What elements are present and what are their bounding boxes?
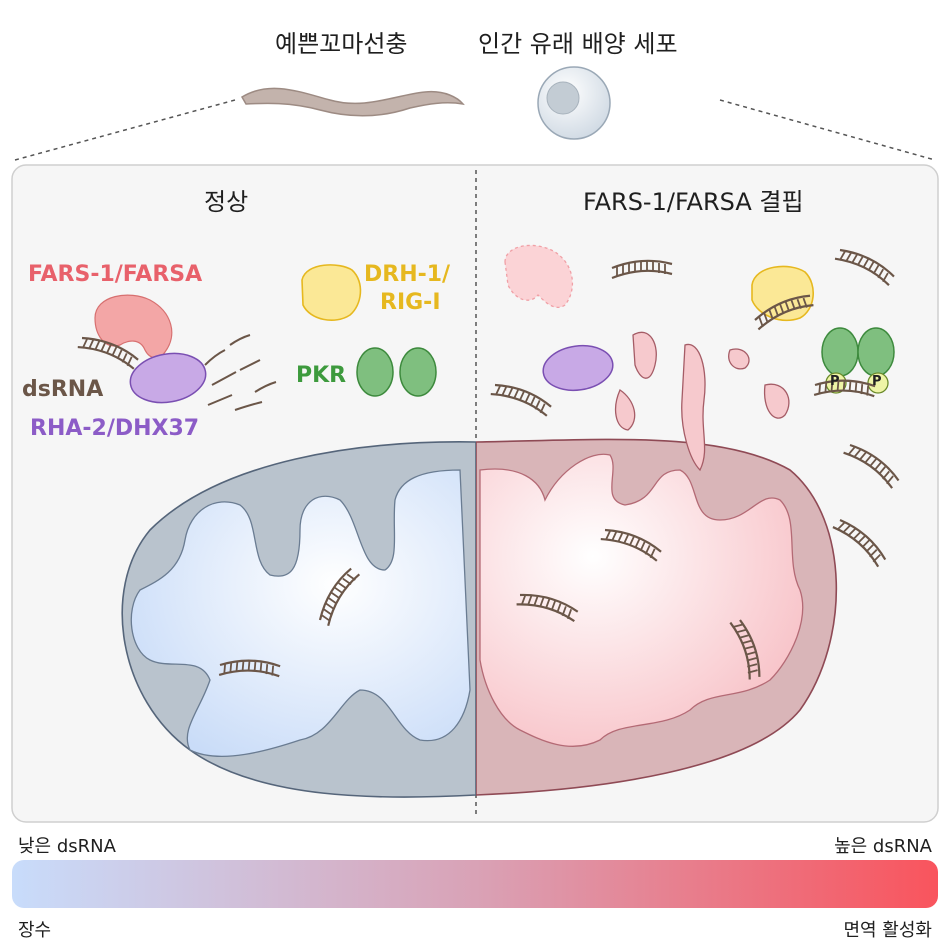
drh-label-line2: RIG-I xyxy=(380,290,441,315)
fars-label: FARS-1/FARSA xyxy=(28,262,203,287)
rha-label: RHA-2/DHX37 xyxy=(30,416,200,441)
mitochondrion-normal xyxy=(121,441,476,798)
cell-label: 인간 유래 배양 세포 xyxy=(478,30,678,58)
dsrna-gradient-bar xyxy=(12,860,938,908)
high-dsrna-label: 높은 dsRNA xyxy=(834,836,932,857)
drh-label-line1: DRH-1/ xyxy=(364,262,451,287)
worm-label: 예쁜꼬마선충 xyxy=(275,30,408,58)
pkr-subunit-3 xyxy=(821,327,859,377)
pkr-subunit-2 xyxy=(399,347,437,397)
pkr-subunit-1 xyxy=(356,347,394,397)
phospho-label-2: P xyxy=(872,374,882,389)
normal-panel-title: 정상 xyxy=(204,188,249,216)
phospho-label-1: P xyxy=(830,374,840,389)
dsrna-label: dsRNA xyxy=(22,377,104,402)
pkr-subunit-4 xyxy=(857,327,895,377)
fars-protein-faded xyxy=(504,244,574,309)
pkr-label: PKR xyxy=(296,363,347,388)
mitochondrion-deficient xyxy=(476,438,838,796)
low-dsrna-label: 낮은 dsRNA xyxy=(18,836,116,857)
longevity-label: 장수 xyxy=(18,920,52,941)
rha-protein-normal xyxy=(129,352,207,404)
worm-icon xyxy=(240,87,465,117)
immune-activation-label: 면역 활성화 xyxy=(843,920,932,941)
drh-protein-normal xyxy=(301,264,362,321)
rha-protein-deficient xyxy=(542,344,614,392)
deficient-panel-title: FARS-1/FARSA 결핍 xyxy=(583,188,804,216)
